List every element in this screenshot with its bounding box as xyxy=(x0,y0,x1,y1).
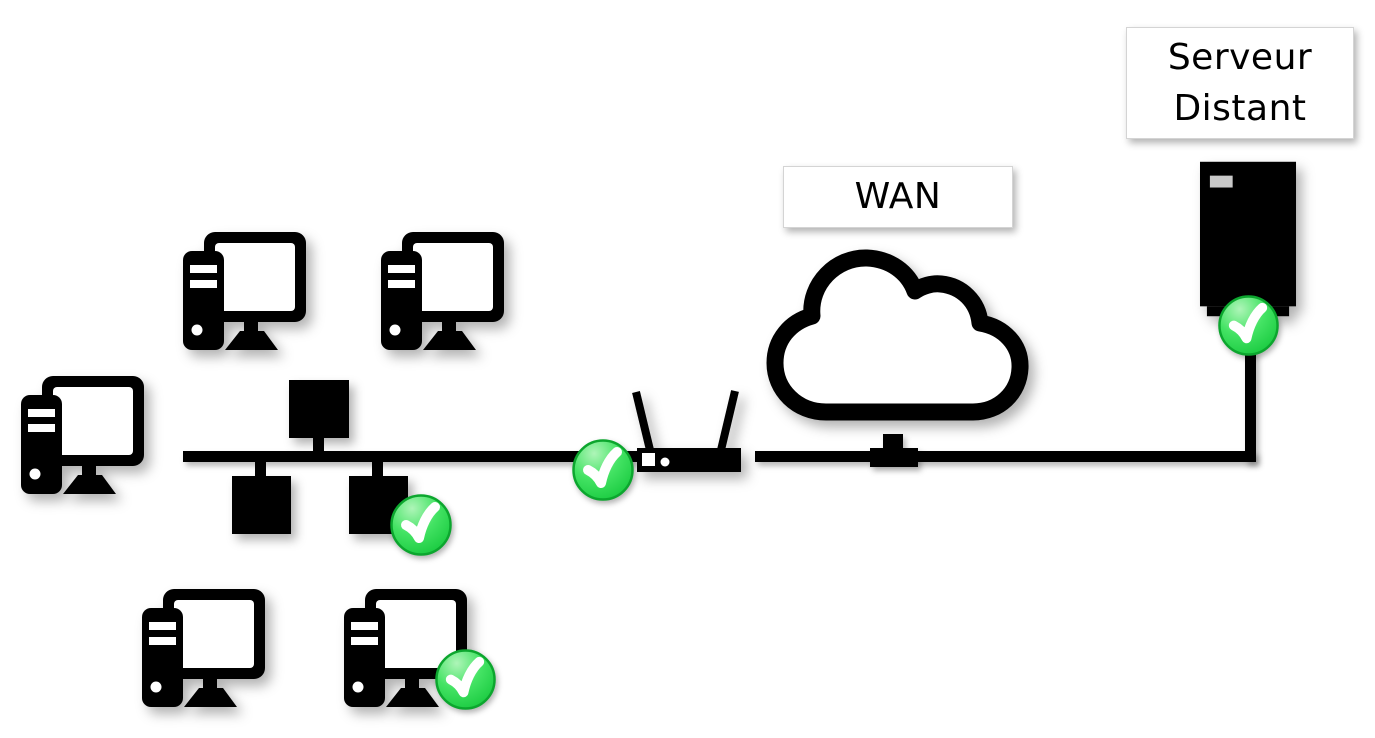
remote-server-label-line1: Serveur xyxy=(1167,36,1313,78)
remote-server-label-line2: Distant xyxy=(1173,88,1307,129)
wan-cloud-icon xyxy=(762,242,1034,430)
workstation-2-computer-icon xyxy=(180,227,310,352)
lan-box-check-icon xyxy=(389,493,453,557)
lan-box-top xyxy=(289,380,349,438)
cloud-connector-base xyxy=(870,448,918,467)
workstation-4-computer-icon xyxy=(139,584,269,709)
server-check-icon xyxy=(1217,294,1280,357)
wifi-router-icon xyxy=(632,390,741,472)
lan-box-bottom-left-stub xyxy=(255,461,266,477)
wan-cable xyxy=(755,451,1256,462)
lan-box-top-stub xyxy=(313,436,324,452)
server-drop-cable xyxy=(1245,350,1256,462)
remote-server-label: Serveur Distant xyxy=(1126,27,1354,139)
router-check-icon xyxy=(571,438,635,502)
wan-label-text: WAN xyxy=(854,176,942,218)
wan-label: WAN xyxy=(783,166,1013,228)
cloud-connector-stub xyxy=(883,434,903,451)
lan-bus-cable xyxy=(183,451,637,462)
lan-box-bottom-left xyxy=(232,476,291,534)
workstation-3-computer-icon xyxy=(378,227,508,352)
workstation-5-check-icon xyxy=(434,648,497,711)
workstation-1-computer-icon xyxy=(18,371,148,496)
lan-box-bottom-right-stub xyxy=(372,461,383,477)
